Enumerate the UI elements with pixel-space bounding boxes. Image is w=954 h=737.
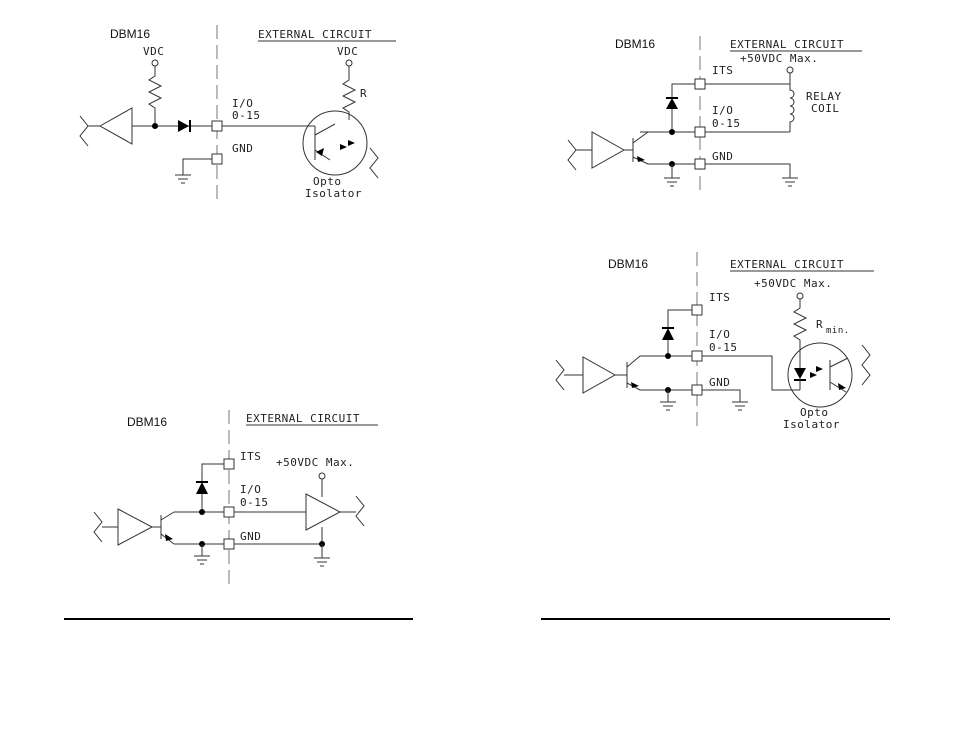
gnd-pin (695, 159, 705, 169)
its-pin (224, 459, 234, 469)
supply-label: +50VDC Max. (276, 456, 354, 469)
external-circuit-header: EXTERNAL CIRCUIT (246, 412, 360, 425)
vdc-label-external: VDC (337, 45, 358, 58)
pullup-resistor (149, 66, 161, 126)
opto-label-2: Isolator (783, 418, 840, 431)
its-pin (692, 305, 702, 315)
io-pin (695, 127, 705, 137)
opto-isolator (788, 343, 852, 407)
vdc-label: VDC (143, 45, 164, 58)
output-break-symbol (862, 345, 870, 385)
relay-label-2: COIL (811, 102, 840, 115)
relay-coil (790, 84, 794, 132)
vdc-terminal (152, 60, 158, 66)
its-label: ITS (709, 291, 730, 304)
io-range-label: 0-15 (712, 117, 741, 130)
clamp-diode (666, 98, 678, 109)
diagram-sinking-opto: DBM16 EXTERNAL CIRCUIT +50VDC Max. ITS R… (556, 252, 874, 432)
diagram-relay-coil: DBM16 EXTERNAL CIRCUIT +50VDC Max. ITS R… (568, 36, 862, 190)
io-pin (212, 121, 222, 131)
supply-terminal (797, 293, 803, 299)
dbm16-header: DBM16 (127, 415, 167, 429)
diode-arrow (178, 120, 189, 132)
supply-label: +50VDC Max. (754, 277, 832, 290)
opto-label-2: Isolator (305, 187, 362, 200)
output-break-symbol (356, 496, 364, 526)
io-range-label: 0-15 (240, 496, 269, 509)
supply-terminal (319, 473, 325, 479)
vdc-terminal-external (346, 60, 352, 66)
its-label: ITS (712, 64, 733, 77)
external-buffer (306, 494, 340, 530)
gnd-label: GND (232, 142, 253, 155)
supply-label: +50VDC Max. (740, 52, 818, 65)
rmin-resistor (794, 299, 806, 348)
rmin-subscript: min. (826, 326, 850, 336)
input-break-symbol (556, 360, 564, 390)
junction-dot (152, 123, 158, 129)
io-range-label: 0-15 (709, 341, 738, 354)
diagram-sourcing-opto: DBM16 EXTERNAL CIRCUIT VDC I/O 0-15 GND … (80, 25, 396, 200)
external-circuit-header: EXTERNAL CIRCUIT (730, 38, 844, 51)
resistor-label: R (360, 87, 367, 100)
io-range-label: 0-15 (232, 109, 261, 122)
junction-dot (665, 353, 671, 359)
junction-dot (669, 129, 675, 135)
input-break-symbol (568, 140, 576, 170)
clamp-diode (662, 328, 674, 340)
clamp-diode (196, 482, 208, 494)
input-break-symbol (94, 512, 102, 542)
gnd-label: GND (709, 376, 730, 389)
gnd-pin (224, 539, 234, 549)
io-label: I/O (709, 328, 730, 341)
output-break-symbol (370, 148, 378, 178)
buffer-amplifier (583, 357, 615, 393)
its-label: ITS (240, 450, 261, 463)
supply-terminal (787, 67, 793, 73)
io-label: I/O (712, 104, 733, 117)
buffer-amplifier (118, 509, 152, 545)
dbm16-header: DBM16 (608, 257, 648, 271)
load-resistor (343, 66, 355, 120)
input-break-symbol (80, 116, 88, 146)
gnd-label: GND (240, 530, 261, 543)
external-circuit-header: EXTERNAL CIRCUIT (730, 258, 844, 271)
gnd-pin (212, 154, 222, 164)
gnd-pin (692, 385, 702, 395)
buffer-amplifier (100, 108, 132, 144)
external-circuit-header: EXTERNAL CIRCUIT (258, 28, 372, 41)
its-pin (695, 79, 705, 89)
opto-isolator (303, 111, 367, 175)
diagram-buffer-input: DBM16 EXTERNAL CIRCUIT ITS +50VDC Max. I… (94, 410, 378, 585)
dbm16-header: DBM16 (615, 37, 655, 51)
junction-dot (199, 509, 205, 515)
buffer-amplifier (592, 132, 624, 168)
io-label: I/O (240, 483, 261, 496)
rmin-label: R (816, 318, 823, 331)
dbm16-header: DBM16 (110, 27, 150, 41)
io-pin (224, 507, 234, 517)
gnd-label: GND (712, 150, 733, 163)
io-pin (692, 351, 702, 361)
